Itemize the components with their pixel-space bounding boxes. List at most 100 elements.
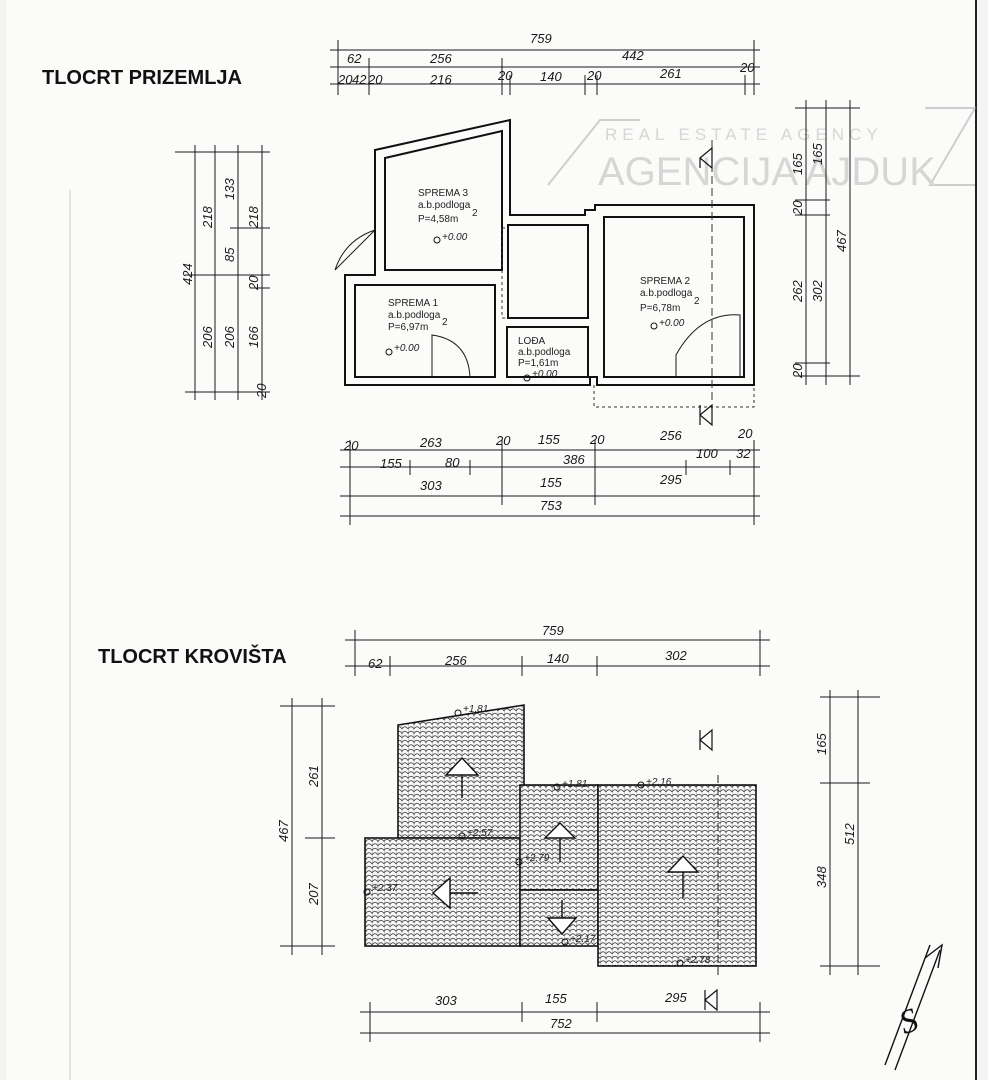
- room-sprema-3: SPREMA 3 a.b.podloga P=4,58m 2 +0.00: [418, 188, 478, 244]
- dim-gb-r1d: 155: [538, 432, 560, 447]
- roof-level-5: +2.79: [524, 853, 550, 864]
- svg-text:a.b.podloga: a.b.podloga: [418, 200, 471, 211]
- dim-roof-right-a: 165: [814, 733, 829, 755]
- dim-ground-left-c3c: 166: [246, 326, 261, 348]
- svg-text:LOĐA: LOĐA: [518, 336, 546, 347]
- dim-gb-r1e: 20: [589, 432, 605, 447]
- dim-roof-left-b: 207: [306, 883, 321, 906]
- svg-text:SPREMA 1: SPREMA 1: [388, 298, 438, 309]
- roof-level-3: +2.16: [646, 777, 672, 788]
- dim-ground-left-lower: 206: [200, 326, 215, 349]
- dim-ground-right-g: 20: [790, 363, 805, 379]
- dim-ground-right-b: 165: [810, 143, 825, 165]
- dim-ground-d8: 261: [659, 66, 682, 81]
- svg-text:a.b.podloga: a.b.podloga: [518, 347, 571, 358]
- dim-roof-right-c: 348: [814, 866, 829, 888]
- svg-text:2: 2: [694, 296, 700, 307]
- svg-text:a.b.podloga: a.b.podloga: [640, 288, 693, 299]
- roof-plan-title: TLOCRT KROVIŠTA: [98, 644, 287, 668]
- dim-ground-b: 256: [429, 51, 452, 66]
- dim-ground-left-c3a: 218: [246, 206, 261, 229]
- dim-roof-bottom-total: 752: [550, 1016, 572, 1031]
- dim-gb-r1a: 20: [343, 438, 359, 453]
- dim-ground-total-width: 759: [530, 31, 552, 46]
- dim-ground-d9: 20: [739, 60, 755, 75]
- dim-gb-r3b: 155: [540, 475, 562, 490]
- dim-gb-r2b: 80: [445, 455, 460, 470]
- dim-ground-left-c2a: 133: [222, 178, 237, 200]
- roof-level-marks: +1.81 +1.81 +2.16 +2.57 +2.79 +2.37 +2.1…: [363, 704, 711, 967]
- dim-gb-r2d: 100: [696, 446, 718, 461]
- roof-level-1: +1.81: [463, 704, 488, 715]
- ground-right-dimensions: 165 165 20 262 302 467 20: [790, 100, 860, 385]
- dim-roof-bottom-a: 303: [435, 993, 457, 1008]
- dim-ground-right-e: 302: [810, 280, 825, 302]
- dim-roof-bottom-b: 155: [545, 991, 567, 1006]
- dim-ground-right-f: 467: [834, 230, 849, 252]
- dim-ground-right-c: 20: [790, 200, 805, 216]
- room-loda: LOĐA a.b.podloga P=1,61m +0.00: [518, 336, 571, 382]
- watermark-logo: REAL ESTATE AGENCY AGENCIJA AJDUK: [547, 107, 977, 194]
- dim-ground-c: 442: [622, 48, 644, 63]
- dim-gb-r2a: 155: [380, 456, 402, 471]
- roof-bottom-dimensions: 303 155 295 752: [360, 990, 770, 1042]
- dim-ground-left-c2b: 85: [222, 247, 237, 262]
- roof-left-dimensions: 467 261 207: [276, 698, 335, 955]
- dim-gb-r1g: 20: [737, 426, 753, 441]
- room-sprema-2: SPREMA 2 a.b.podloga P=6,78m 2 +0.00: [640, 276, 700, 330]
- roof-planes: [364, 704, 757, 1012]
- svg-text:+0.00: +0.00: [659, 318, 685, 329]
- dim-gb-r4: 753: [540, 498, 562, 513]
- ground-bottom-dimensions: 20 263 20 155 20 256 20 155 80 386 100 3…: [340, 426, 760, 525]
- svg-text:P=6,78m: P=6,78m: [640, 303, 680, 314]
- svg-text:+0.00: +0.00: [394, 343, 420, 354]
- dim-ground-d2: 42: [352, 72, 367, 87]
- roof-level-7: +2.17: [570, 934, 596, 945]
- dim-ground-left-c3d: 20: [254, 383, 269, 399]
- dim-ground-d5: 20: [497, 68, 513, 83]
- svg-text:P=1,61m: P=1,61m: [518, 358, 558, 369]
- roof-top-dimensions: 759 62 256 140 302: [345, 623, 770, 676]
- ground-floor-walls: [334, 118, 755, 427]
- svg-text:SPREMA 3: SPREMA 3: [418, 188, 468, 199]
- svg-text:+0.00: +0.00: [442, 232, 468, 243]
- roof-right-dimensions: 165 512 348: [814, 690, 880, 975]
- dim-roof-b: 256: [444, 653, 467, 668]
- ground-top-dimensions: 759 62 256 442 20 42 20 216 20 140 20 26…: [330, 31, 760, 95]
- dim-gb-r2e: 32: [736, 446, 751, 461]
- svg-text:+0.00: +0.00: [532, 369, 558, 380]
- ground-left-dimensions: 424 218 206 133 85 206 218 20 166 20: [175, 145, 270, 400]
- dim-ground-d4: 216: [429, 72, 452, 87]
- dim-ground-d7: 20: [586, 68, 602, 83]
- dim-ground-left-upper: 218: [200, 206, 215, 229]
- room-sprema-1: SPREMA 1 a.b.podloga P=6,97m 2 +0.00: [385, 298, 448, 356]
- dim-gb-r1b: 263: [419, 435, 442, 450]
- dim-roof-c: 140: [547, 651, 569, 666]
- roof-level-4: +2.57: [467, 828, 493, 839]
- dim-ground-d1: 20: [337, 72, 353, 87]
- svg-text:P=4,58m: P=4,58m: [418, 214, 458, 225]
- dim-ground-left-total: 424: [180, 263, 195, 285]
- dim-roof-d: 302: [665, 648, 687, 663]
- dim-ground-d3: 20: [367, 72, 383, 87]
- ground-floor-title: TLOCRT PRIZEMLJA: [42, 67, 242, 89]
- dim-ground-right-d: 262: [790, 280, 805, 303]
- dim-gb-r1f: 256: [659, 428, 682, 443]
- roof-level-8: +2.78: [685, 955, 711, 966]
- svg-text:a.b.podloga: a.b.podloga: [388, 310, 441, 321]
- dim-roof-total: 759: [542, 623, 564, 638]
- dim-roof-bottom-c: 295: [664, 990, 687, 1005]
- dim-gb-r1c: 20: [495, 433, 511, 448]
- dim-gb-r3c: 295: [659, 472, 682, 487]
- dim-ground-left-c3b: 20: [246, 275, 261, 291]
- dim-ground-right-a: 165: [790, 153, 805, 175]
- dim-roof-left-total: 467: [276, 820, 291, 842]
- dim-ground-a: 62: [347, 51, 362, 66]
- dim-roof-right-b: 512: [842, 823, 857, 845]
- dim-ground-left-c2c: 206: [222, 326, 237, 349]
- roof-level-2: +1.81: [562, 779, 587, 790]
- dim-gb-r2c: 386: [563, 452, 585, 467]
- svg-text:P=6,97m: P=6,97m: [388, 322, 428, 333]
